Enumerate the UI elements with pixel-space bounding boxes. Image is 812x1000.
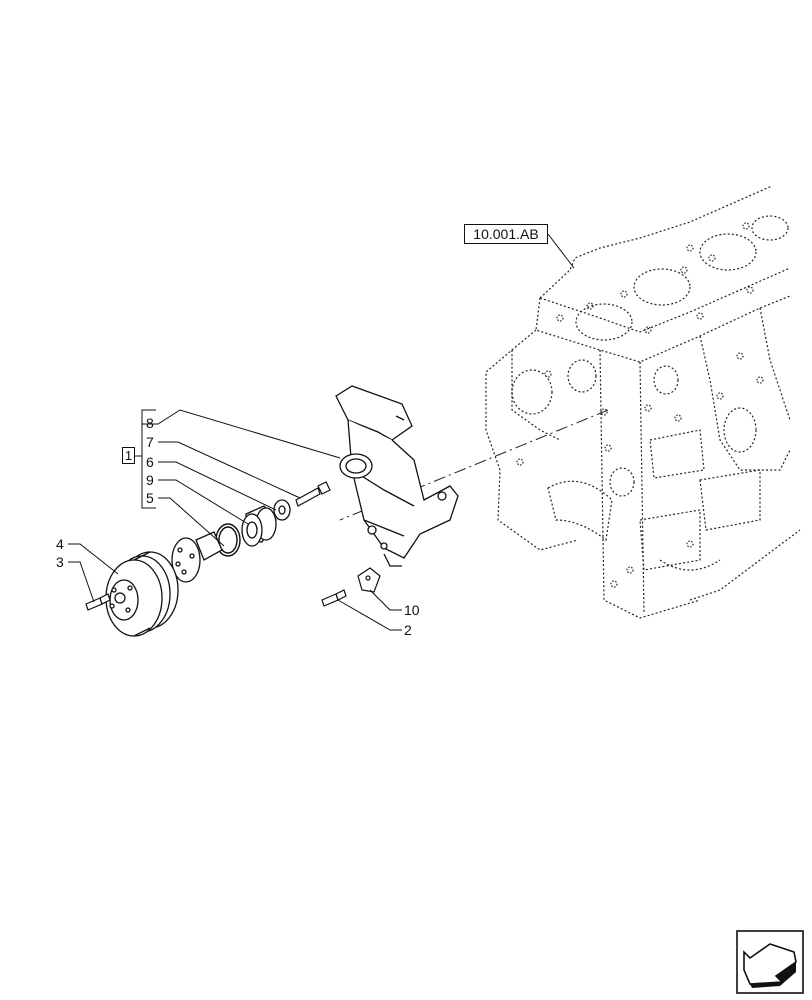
callout-leaders (68, 409, 402, 631)
hub-shaft (171, 531, 223, 583)
pulley-4 (105, 551, 179, 637)
washer-6 (273, 499, 291, 521)
bolt-3 (85, 593, 111, 611)
kit-label: 1 (124, 448, 133, 463)
assembly-axis-line (339, 409, 609, 521)
engine-block (485, 185, 801, 619)
kit-label-box: 1 (122, 447, 135, 464)
callout-3: 3 (56, 554, 64, 570)
plate-10 (357, 567, 381, 593)
previous-page-button[interactable] (736, 930, 804, 994)
reference-label: 10.001.AB (473, 226, 539, 242)
callout-9: 9 (146, 472, 154, 488)
bolt-2 (321, 589, 347, 607)
callout-5: 5 (146, 490, 154, 506)
bearing-9 (241, 505, 277, 547)
callout-10: 10 (404, 602, 420, 618)
callout-7: 7 (146, 434, 154, 450)
bracket (335, 385, 459, 567)
reference-label-box[interactable]: 10.001.AB (464, 224, 548, 244)
callout-4: 4 (56, 536, 64, 552)
reference-leader (547, 233, 575, 269)
callout-2: 2 (404, 622, 412, 638)
bolt-7 (295, 481, 331, 507)
callout-6: 6 (146, 454, 154, 470)
callout-8: 8 (146, 415, 154, 431)
previous-page-arrow-icon (736, 930, 804, 994)
